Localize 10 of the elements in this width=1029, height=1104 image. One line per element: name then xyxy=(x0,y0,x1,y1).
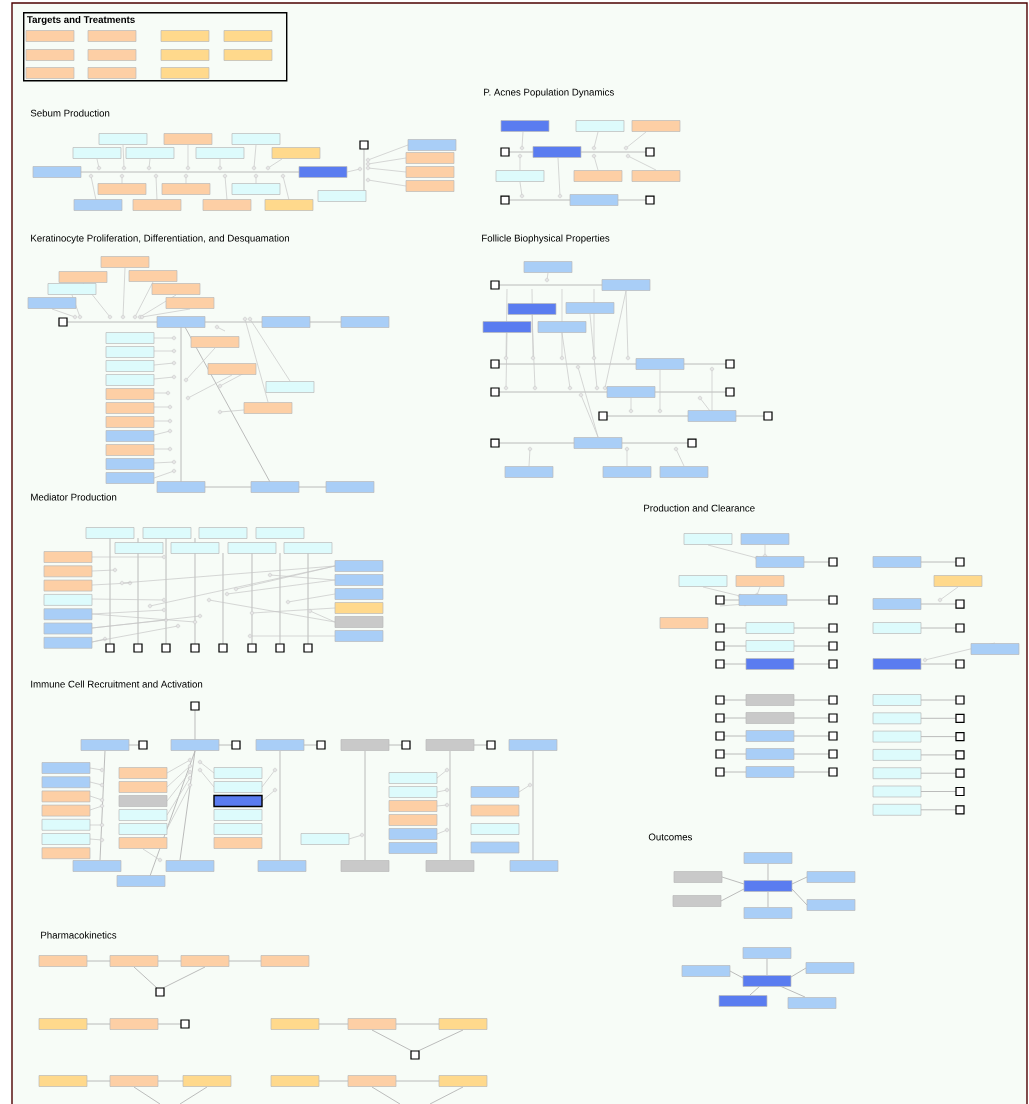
section-title: Outcomes xyxy=(648,833,693,841)
section-title: Keratinocyte Proliferation, Differentiation, and Desquamation xyxy=(31,234,289,244)
section-title: Production and Clearance xyxy=(644,504,755,512)
section-title: Follicle Biophysical Properties xyxy=(482,234,610,244)
section-title: Sebum Production xyxy=(30,109,110,117)
legend-panel: Targets and Treatments xyxy=(23,12,288,82)
section-title: P. Acnes Population Dynamics xyxy=(484,88,614,98)
section-title: Pharmacokinetics xyxy=(41,931,117,939)
section-title: Mediator Production xyxy=(31,493,117,501)
section-title: Immune Cell Recruitment and Activation xyxy=(31,680,203,688)
